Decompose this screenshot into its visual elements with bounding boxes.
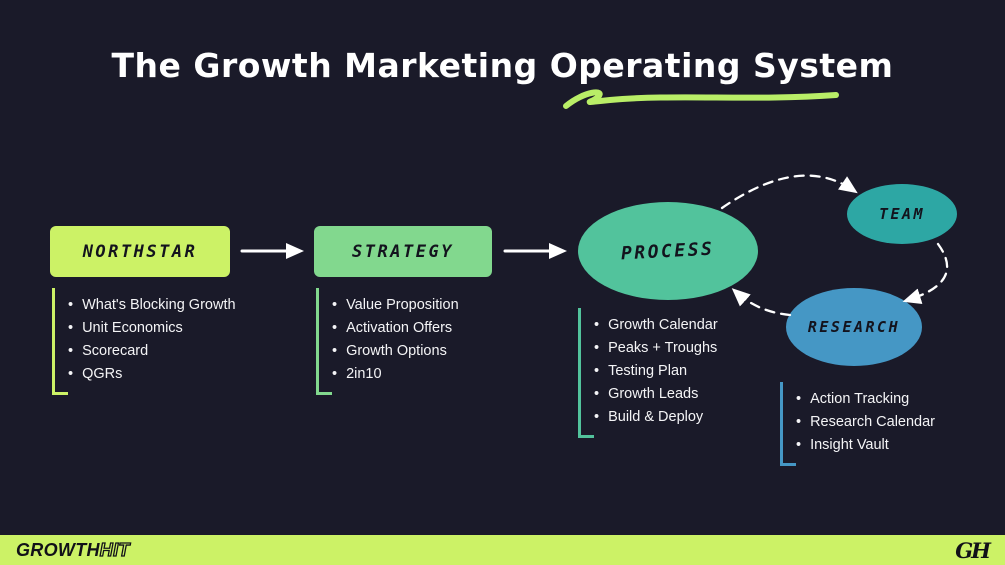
list-item: Growth Leads [594, 383, 718, 406]
gh-monogram-logo: GH [955, 537, 991, 563]
list-item: Research Calendar [796, 411, 935, 434]
growthhit-logo-outline: HIT [99, 539, 130, 560]
list-item: Action Tracking [796, 388, 935, 411]
process-list: Growth Calendar Peaks + Troughs Testing … [578, 308, 718, 438]
node-strategy-label: STRATEGY [352, 241, 454, 262]
research-list: Action Tracking Research Calendar Insigh… [780, 382, 935, 466]
node-northstar-label: NORTHSTAR [82, 241, 198, 262]
flow-arrow-icon [240, 243, 304, 259]
flow-arrow-icon [503, 243, 567, 259]
node-process: PROCESS [578, 202, 758, 300]
strategy-list: Value Proposition Activation Offers Grow… [316, 288, 459, 395]
list-item: What's Blocking Growth [68, 294, 235, 317]
list-item: QGRs [68, 363, 236, 386]
list-item: Growth Calendar [594, 314, 718, 337]
northstar-list: What's Blocking Growth Unit Economics Sc… [52, 288, 236, 395]
list-item: Value Proposition [332, 294, 459, 317]
underline-squiggle-icon [563, 89, 839, 109]
node-research-label: RESEARCH [807, 318, 901, 336]
list-item: Peaks + Troughs [594, 337, 718, 360]
page-title: The Growth Marketing Operating System [111, 46, 894, 85]
list-item: Build & Deploy [594, 406, 718, 429]
node-strategy: STRATEGY [314, 226, 492, 277]
node-northstar: NORTHSTAR [50, 226, 230, 277]
node-team: TEAM [847, 184, 957, 244]
growthhit-logo-solid: GROWTH [16, 539, 100, 560]
footer-bar: GROWTHHIT GH [0, 535, 1005, 565]
list-item: Growth Options [332, 340, 459, 363]
list-item: Activation Offers [332, 317, 459, 340]
list-item: Testing Plan [594, 360, 718, 383]
list-item: 2in10 [332, 363, 459, 386]
list-item: Scorecard [68, 340, 236, 363]
list-item: Insight Vault [796, 434, 935, 457]
growthhit-logo: GROWTHHIT [16, 539, 130, 561]
node-research: RESEARCH [786, 288, 922, 366]
list-item: Unit Economics [68, 317, 236, 340]
node-process-label: PROCESS [620, 238, 716, 264]
node-team-label: TEAM [878, 205, 926, 223]
